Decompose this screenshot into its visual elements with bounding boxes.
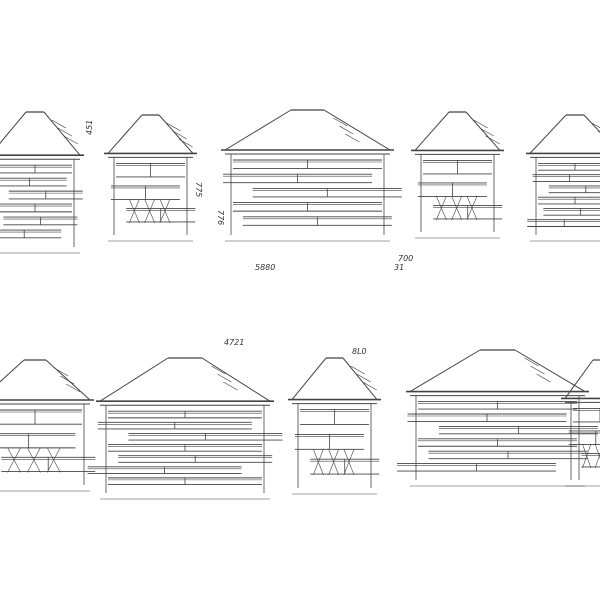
roof-line	[158, 114, 194, 154]
rafter-line	[63, 135, 78, 145]
rafter-line	[66, 383, 81, 393]
lattice-line	[144, 198, 156, 224]
dimension-label: 31	[394, 263, 404, 272]
rafter-line	[591, 122, 600, 129]
roof-line	[99, 357, 169, 402]
dimension-label: 776	[216, 210, 225, 225]
rafter-line	[333, 117, 348, 127]
dimension-label: 700	[398, 254, 413, 263]
roof-line	[224, 109, 292, 151]
rafter-line	[524, 357, 539, 367]
rafter-line	[350, 365, 365, 375]
rafter-line	[211, 365, 226, 375]
rafter-line	[485, 135, 500, 145]
rafter-line	[530, 365, 545, 375]
lattice-line	[582, 443, 592, 469]
dimension-label: 5880	[255, 263, 275, 272]
gazebo-elevations	[0, 109, 600, 500]
lattice-line	[128, 198, 140, 224]
roof-line	[201, 357, 271, 402]
roof-line	[465, 111, 501, 151]
lattice-line	[466, 195, 478, 221]
roof-line	[0, 359, 25, 383]
lattice-line	[594, 453, 600, 469]
rafter-line	[60, 375, 75, 385]
roof-line	[529, 114, 567, 154]
rafter-line	[362, 381, 377, 391]
dimension-label: 4721	[224, 338, 244, 347]
rafter-line	[356, 373, 371, 383]
rafter-line	[54, 367, 69, 377]
lattice-line	[7, 447, 21, 473]
dimension-label: 451	[85, 120, 94, 135]
roof-line	[564, 359, 594, 399]
rafter-line	[339, 125, 354, 135]
rafter-line	[57, 127, 72, 137]
rafter-line	[166, 122, 181, 132]
lattice-line	[435, 195, 447, 221]
rafter-line	[223, 381, 238, 391]
lattice-line	[27, 447, 41, 473]
rafter-line	[536, 373, 551, 383]
roof-line	[0, 111, 27, 144]
roof-line	[342, 357, 378, 400]
lattice-line	[46, 447, 61, 473]
roof-line	[45, 359, 91, 401]
lattice-line	[328, 448, 340, 476]
roof-line	[514, 349, 586, 393]
roof-line	[107, 114, 143, 154]
dimension-label: 8L0	[352, 347, 367, 356]
lattice-line	[159, 198, 171, 224]
dimension-label: 775	[194, 182, 203, 197]
roof-line	[323, 109, 391, 151]
rafter-line	[345, 133, 360, 143]
lattice-line	[451, 195, 463, 221]
rafter-line	[473, 119, 488, 129]
roof-line	[409, 349, 481, 393]
rafter-line	[217, 373, 232, 383]
lattice-line	[312, 448, 324, 476]
rafter-line	[172, 130, 187, 140]
rafter-line	[51, 119, 66, 129]
roof-line	[414, 111, 450, 151]
rafter-line	[479, 127, 494, 137]
roof-line	[291, 357, 327, 400]
rafter-line	[178, 138, 193, 148]
roof-line	[43, 111, 81, 156]
roof-line	[583, 114, 600, 133]
lattice-line	[343, 448, 355, 476]
